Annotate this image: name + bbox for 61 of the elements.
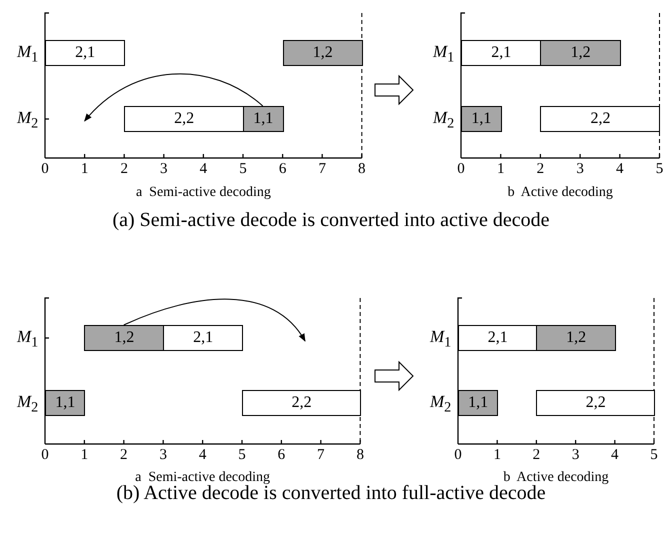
row-label: M$_{2}$: [430, 393, 452, 415]
row-label: M$_{2}$: [17, 109, 38, 131]
tick-label: 4: [611, 448, 619, 463]
tick-label: 6: [278, 162, 286, 177]
task-bar: 1,1: [458, 390, 498, 416]
tick-label: 7: [317, 448, 325, 463]
chart-caption: b Active decoding: [508, 186, 613, 200]
tick-label: 0: [454, 448, 462, 463]
curved-arrow: [84, 74, 264, 122]
tick-label: 8: [356, 448, 364, 463]
task-bar: 2,2: [124, 106, 244, 132]
curved-arrow: [123, 298, 306, 342]
row-label: M$_{2}$: [433, 109, 454, 131]
tick-label: 4: [198, 448, 206, 463]
tick-label: 3: [160, 162, 168, 177]
row-label: M$_{1}$: [430, 328, 452, 350]
chart-caption: a Semi-active decoding: [136, 186, 271, 200]
task-bar: 2,2: [540, 106, 660, 132]
task-bar: 2,1: [45, 40, 126, 66]
row-label: M$_{1}$: [17, 43, 38, 65]
tick-label: 5: [238, 448, 246, 463]
task-bar: 1,1: [45, 390, 86, 416]
tick-label: 3: [576, 162, 584, 177]
chart-caption: b Active decoding: [503, 471, 609, 485]
tick-label: 4: [616, 162, 624, 177]
tick-label: 2: [120, 448, 128, 463]
tick-label: 3: [572, 448, 580, 463]
task-bar: 1,2: [536, 325, 616, 351]
tick-label: 1: [80, 162, 88, 177]
task-bar: 2,1: [458, 325, 538, 351]
tick-label: 1: [496, 162, 504, 177]
tick-label: 5: [650, 448, 658, 463]
row-label: M$_{2}$: [17, 393, 38, 415]
row-label: M$_{1}$: [433, 43, 454, 65]
row-label: M$_{1}$: [17, 328, 38, 350]
tick-label: 0: [457, 162, 465, 177]
task-bar: 2,1: [163, 325, 243, 351]
tick-label: 7: [318, 162, 326, 177]
task-bar: 2,2: [536, 390, 655, 416]
tick-label: 5: [656, 162, 663, 177]
task-bar: 2,1: [461, 40, 542, 66]
task-bar: 1,2: [84, 325, 164, 351]
tick-label: 0: [41, 162, 49, 177]
tick-label: 5: [239, 162, 247, 177]
tick-label: 3: [159, 448, 167, 463]
chart-caption: a Semi-active decoding: [135, 471, 270, 485]
task-bar: 1,2: [282, 40, 363, 66]
tick-label: 2: [536, 162, 544, 177]
tick-label: 8: [358, 162, 366, 177]
tick-label: 1: [80, 448, 88, 463]
task-bar: 1,2: [540, 40, 621, 66]
tick-label: 0: [41, 448, 49, 463]
figure-caption: (a) Semi-active decode is converted into active decode: [111, 208, 551, 233]
task-bar: 2,2: [242, 390, 362, 416]
task-bar: 1,1: [461, 106, 502, 132]
tick-label: 6: [278, 448, 286, 463]
tick-label: 2: [120, 162, 128, 177]
task-bar: 1,1: [243, 106, 284, 132]
tick-label: 4: [200, 162, 208, 177]
tick-label: 2: [532, 448, 540, 463]
tick-label: 1: [493, 448, 501, 463]
